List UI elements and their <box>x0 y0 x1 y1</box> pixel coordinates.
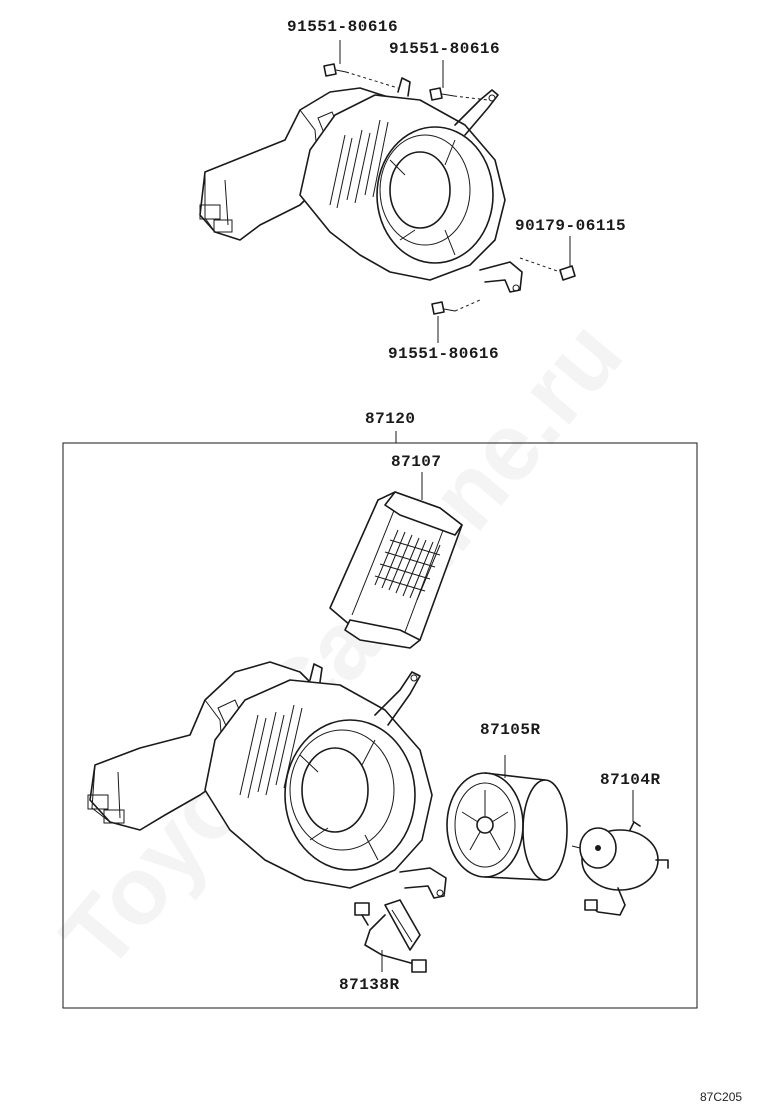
callout-blower-motor: 87104R <box>600 771 661 789</box>
callout-bolt-bottom: 91551-80616 <box>388 345 500 363</box>
blower-resistor-part <box>354 899 427 973</box>
callout-assembly: 87120 <box>365 410 416 428</box>
bottom-blower-housing <box>87 661 447 899</box>
callout-bolt-top-left: 91551-80616 <box>287 18 399 36</box>
callout-bolt-top-right: 91551-80616 <box>389 40 501 58</box>
figure-code: 87C205 <box>700 1090 743 1104</box>
callout-heater-core: 87107 <box>391 453 442 471</box>
top-blower-housing <box>199 40 576 343</box>
callout-nut-right: 90179-06115 <box>515 217 627 235</box>
assembly-box <box>62 442 698 1009</box>
blower-motor-part <box>571 790 669 916</box>
heater-core-part <box>329 472 463 649</box>
callout-resistor: 87138R <box>339 976 400 994</box>
blower-fan-part <box>446 755 568 881</box>
callout-blower-fan: 87105R <box>480 721 541 739</box>
